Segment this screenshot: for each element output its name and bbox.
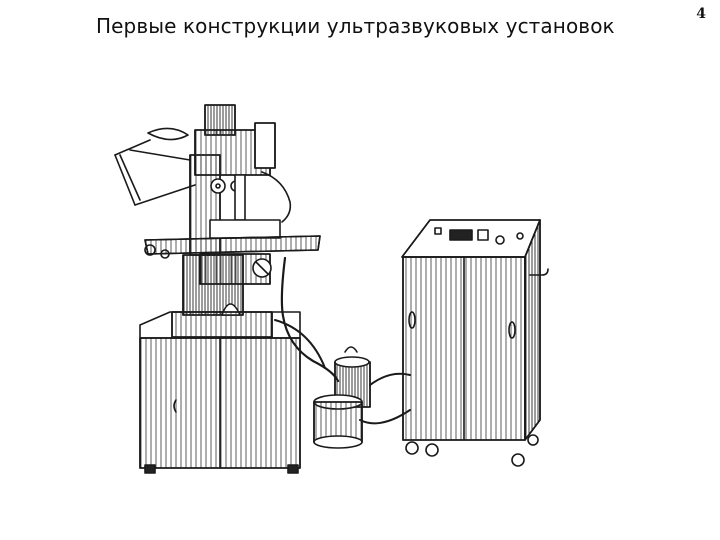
page-number: 4 bbox=[696, 6, 706, 22]
machine-head bbox=[194, 104, 292, 223]
lower-table bbox=[171, 303, 273, 338]
ultrasonic-machine-illustration bbox=[95, 95, 565, 480]
generator-cabinet bbox=[401, 219, 549, 467]
coolant-tank bbox=[313, 346, 371, 449]
lamp-arm bbox=[114, 127, 196, 206]
work-table bbox=[144, 219, 321, 285]
slide-title: Первые конструкции ультразвуковых устано… bbox=[96, 14, 615, 38]
